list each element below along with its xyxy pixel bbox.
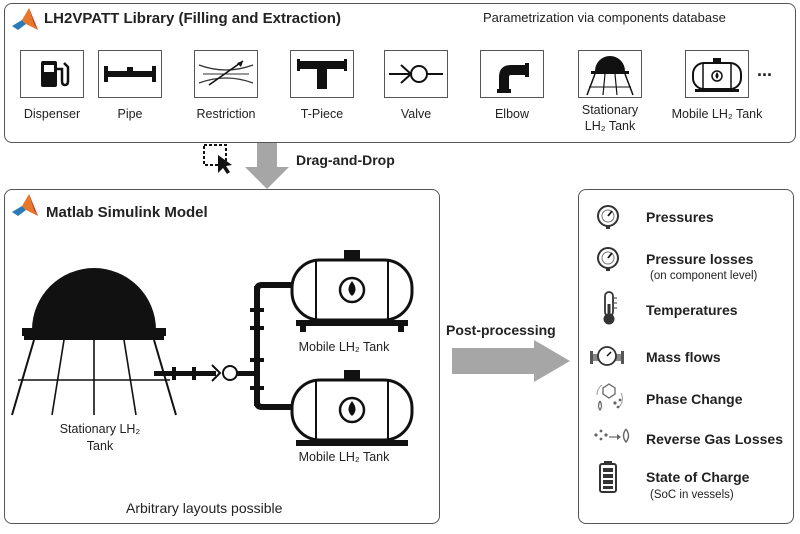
elbow-icon <box>497 63 529 93</box>
more-components-ellipsis: ... <box>757 60 773 80</box>
gas-loss-icon <box>594 428 630 444</box>
drag-drop-label: Drag-and-Drop <box>296 152 395 168</box>
label-pipe: Pipe <box>117 107 143 121</box>
component-pipe[interactable] <box>98 50 162 98</box>
label-elbow: Elbow <box>494 107 530 121</box>
model-diagram <box>11 250 414 446</box>
component-stationary-tank[interactable] <box>578 50 642 98</box>
drag-select-icon <box>203 144 232 174</box>
label-mobile-tank: Mobile LH₂ Tank <box>671 107 763 121</box>
matlab-logo-icon <box>12 194 38 216</box>
mobile-tank-icon <box>692 58 742 92</box>
stationary-tank-graphic <box>11 268 177 416</box>
pressure-gauge-icon <box>597 205 619 229</box>
stationary-tank-label-line1: Stationary LH₂ <box>59 422 141 436</box>
component-restriction[interactable] <box>194 50 258 98</box>
stationary-tank-icon <box>586 56 634 96</box>
model-footer: Arbitrary layouts possible <box>126 500 283 516</box>
post-processing-label: Post-processing <box>446 322 556 338</box>
output-state-of-charge-note: (SoC in vessels) <box>650 489 734 501</box>
mobile-tank-top-graphic <box>290 250 414 332</box>
output-pressures: Pressures <box>646 209 714 225</box>
mobile-tank-top-label: Mobile LH₂ Tank <box>298 340 390 354</box>
pressure-gauge-icon <box>597 247 619 271</box>
output-pressure-losses: Pressure losses <box>646 251 754 267</box>
label-valve: Valve <box>400 107 432 121</box>
label-dispenser: Dispenser <box>23 107 81 121</box>
output-temperatures: Temperatures <box>646 302 738 318</box>
component-elbow[interactable] <box>480 50 544 98</box>
label-restriction: Restriction <box>196 107 256 121</box>
label-stationary-tank-line1: Stationary <box>581 103 639 117</box>
output-pressure-losses-note: (on component level) <box>650 270 758 282</box>
model-title: Matlab Simulink Model <box>46 204 208 221</box>
drag-drop-arrow <box>245 143 289 189</box>
flow-meter-icon <box>590 346 624 366</box>
component-t-piece[interactable] <box>290 50 354 98</box>
post-processing-arrow <box>452 340 570 382</box>
label-t-piece: T-Piece <box>300 107 344 121</box>
valve-icon <box>389 64 443 84</box>
output-phase-change: Phase Change <box>646 391 743 407</box>
mobile-tank-bottom-graphic <box>290 370 414 446</box>
restriction-icon <box>198 60 254 86</box>
pipe-network-graphic <box>154 282 294 410</box>
mobile-tank-bottom-label: Mobile LH₂ Tank <box>298 450 390 464</box>
output-mass-flows: Mass flows <box>646 349 721 365</box>
battery-icon <box>599 461 617 493</box>
component-valve[interactable] <box>384 50 448 98</box>
fuel-dispenser-icon <box>41 61 70 87</box>
label-stationary-tank-line2: LH₂ Tank <box>584 119 636 133</box>
parametrization-note: Parametrization via components database <box>483 10 726 25</box>
stationary-tank-label-line2: Tank <box>86 439 114 453</box>
pipe-icon <box>104 66 156 82</box>
simulink-model-panel <box>4 189 440 524</box>
t-piece-icon <box>297 59 347 89</box>
component-dispenser[interactable] <box>20 50 84 98</box>
phase-change-icon <box>596 383 623 412</box>
matlab-logo-icon <box>12 8 38 30</box>
library-title: LH2VPATT Library (Filling and Extraction… <box>44 10 341 27</box>
output-state-of-charge: State of Charge <box>646 469 750 485</box>
component-mobile-tank[interactable] <box>685 50 749 98</box>
thermometer-icon <box>603 291 617 325</box>
output-reverse-gas-losses: Reverse Gas Losses <box>646 431 783 447</box>
